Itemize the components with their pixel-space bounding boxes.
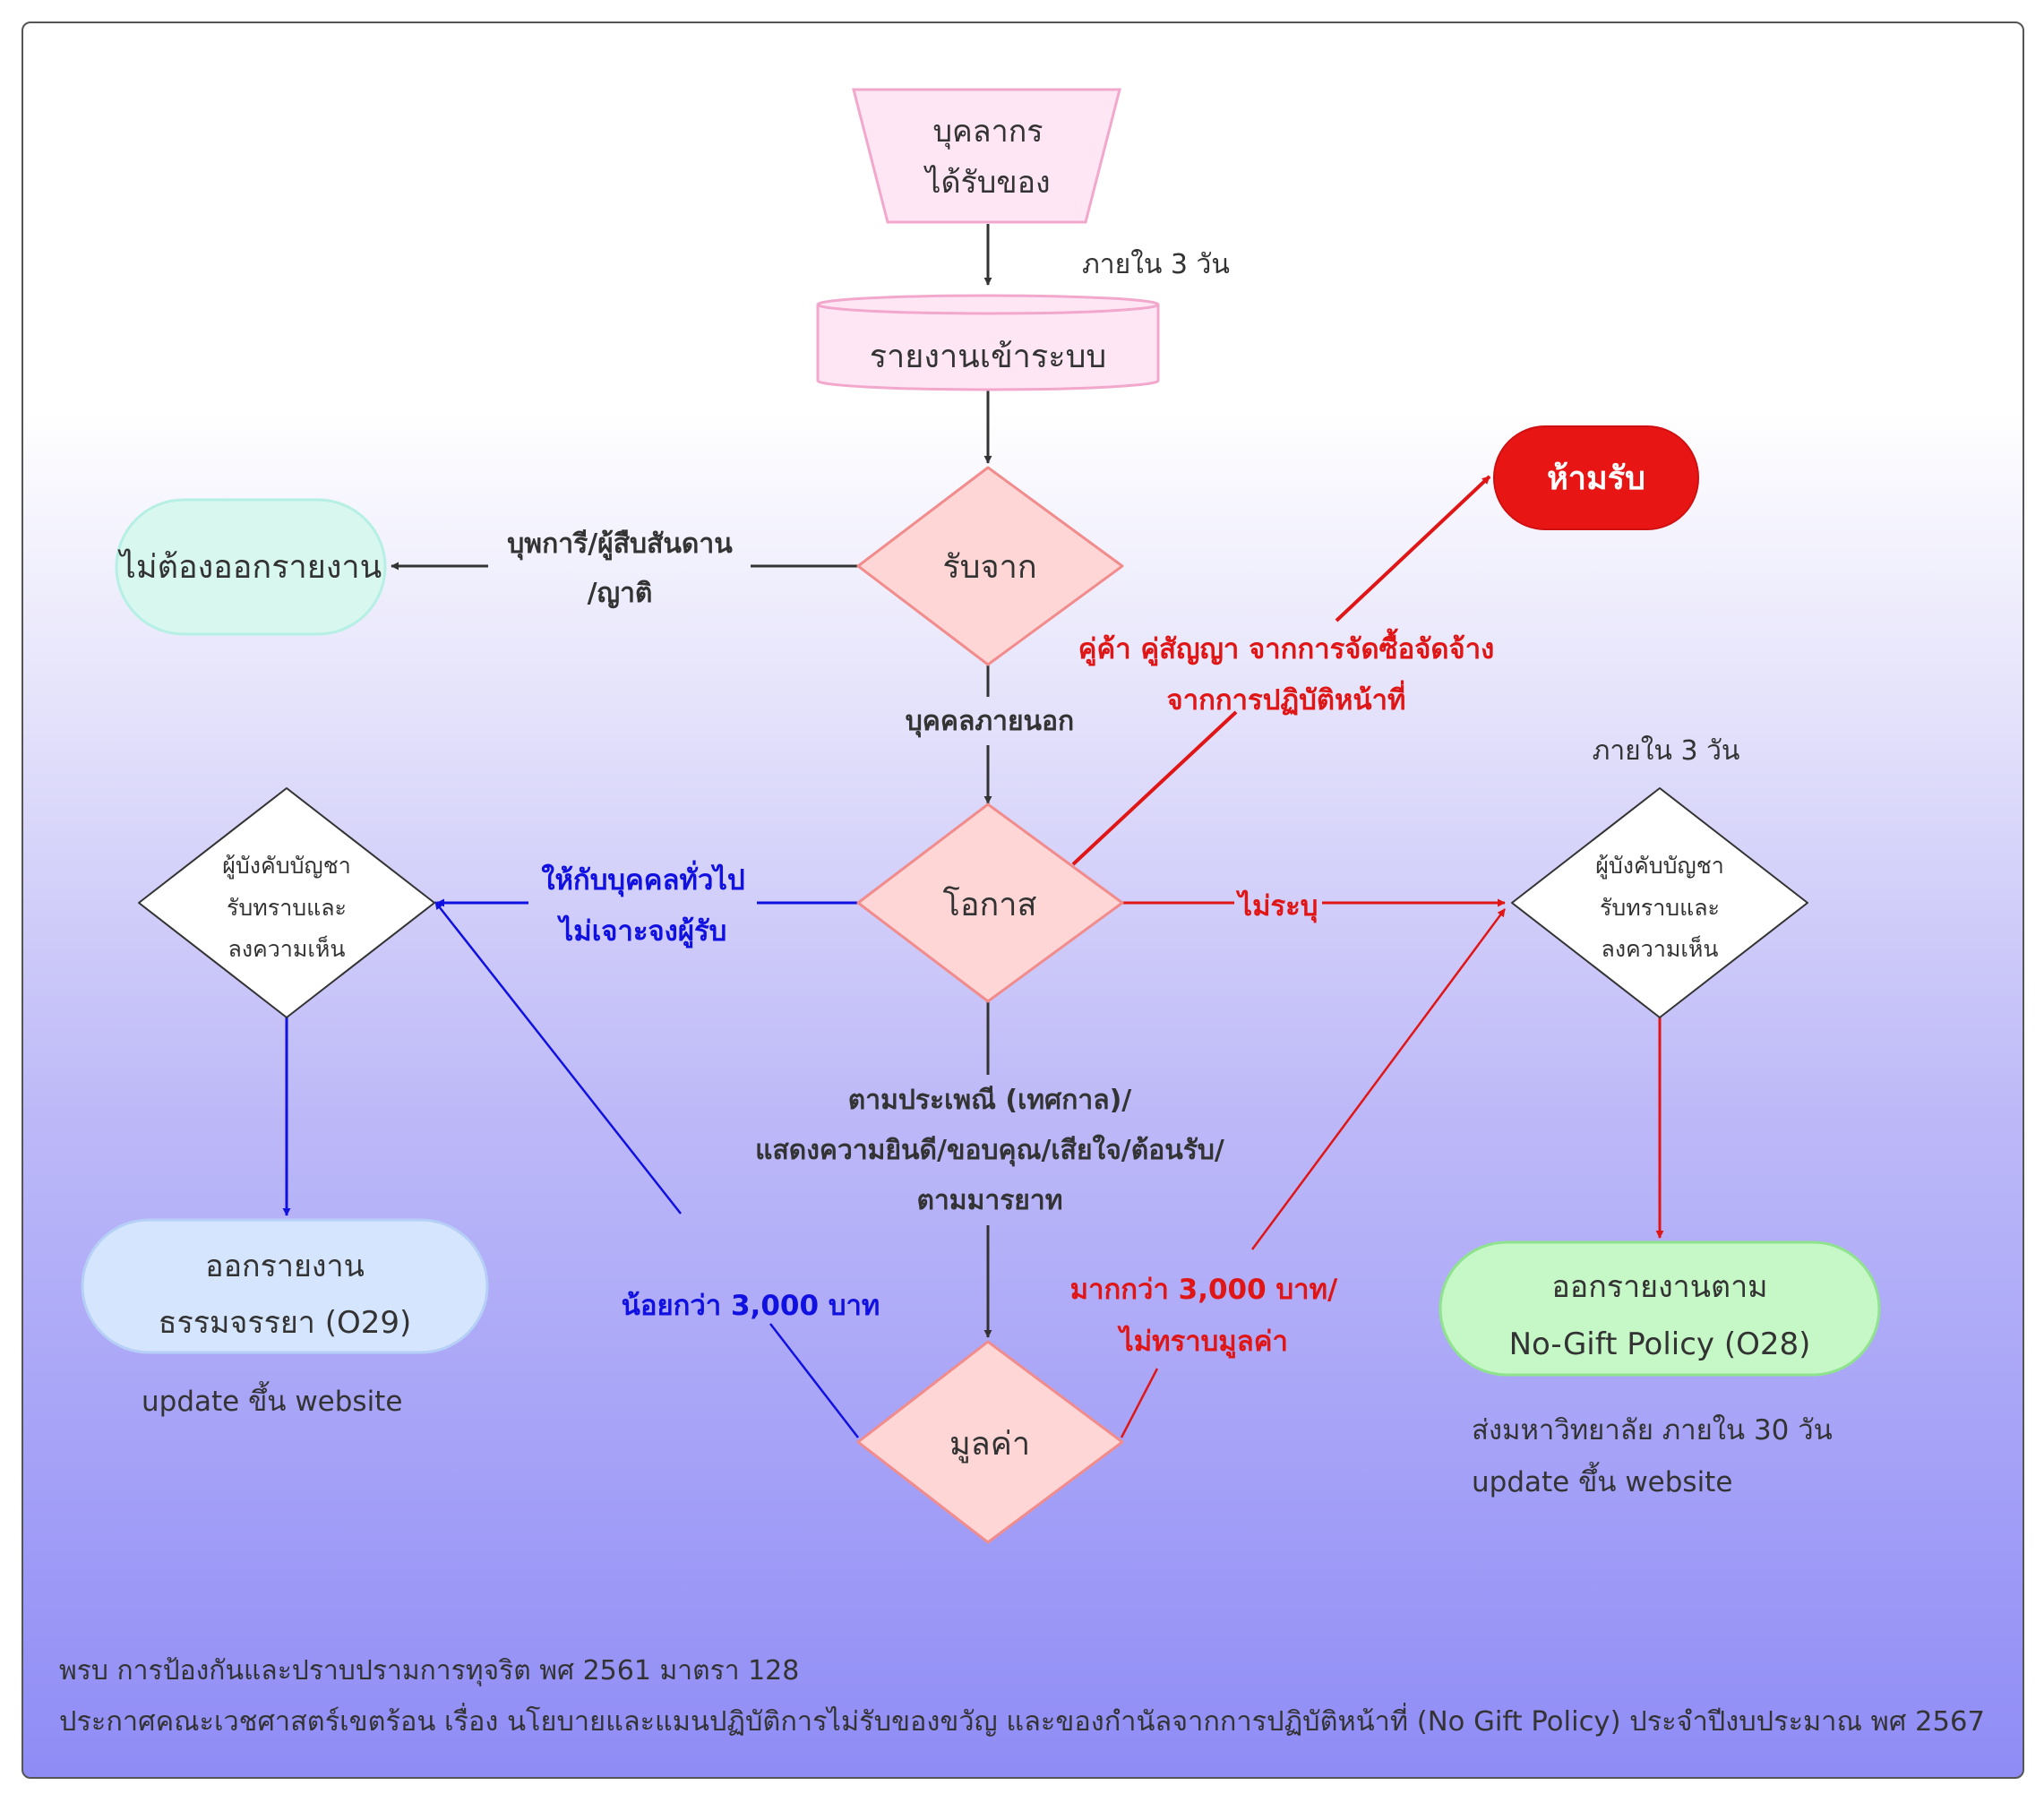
node-nogift-report-line1: ออกรายงานตาม [1551,1269,1767,1305]
node-no-report-label: ไม่ต้องออกรายงาน [117,548,382,586]
node-supervisor-left: ผู้บังคับบัญชา รับทราบและ ลงความเห็น [138,787,435,1018]
node-forbidden: ห้ามรับ [1493,425,1699,530]
label-contractor-line1: คู่ค้า คู่สัญญา จากการจัดซื้อจัดจ้าง [1078,628,1495,666]
node-receive-from: รับจาก [856,466,1124,666]
label-less-than: น้อยกว่า 3,000 บาท [622,1290,880,1322]
edge-value-to-leftsup-2 [434,901,682,1215]
edge-occasion-to-forbidden-2 [1335,475,1491,622]
node-ethics-report-line1: ออกรายงาน [205,1249,365,1284]
note-left-update: update ขึ้น website [142,1381,402,1418]
node-staff-received-line2: ได้รับของ [923,165,1050,201]
label-contractor-line2: จากการปฏิบัติหน้าที่ [1167,680,1406,717]
node-supervisor-right-line2: รับทราบและ [1600,895,1720,921]
edge-value-to-rightsup-1 [1120,1368,1159,1438]
label-family-line1: บุพการี/ผู้สืบสันดาน [507,528,733,561]
node-occasion-label: โอกาส [943,886,1037,923]
label-tradition-line1: ตามประเพณี (เทศกาล)/ [848,1085,1132,1116]
node-supervisor-left-line1: ผู้บังคับบัญชา [222,853,351,880]
node-nogift-report-line2: No-Gift Policy (O28) [1509,1326,1811,1362]
node-staff-received-line1: บุคลากร [932,114,1043,150]
label-tradition-line3: ตามมารยาท [916,1185,1062,1216]
node-receive-from-label: รับจาก [942,549,1036,586]
label-within-3-days-top: ภายใน 3 วัน [1082,249,1230,280]
footer: พรบ การป้องกันและปราบปรามการทุจริต พศ 25… [59,1655,1985,1738]
footer-line1: พรบ การป้องกันและปราบปรามการทุจริต พศ 25… [59,1655,799,1687]
node-value: มูลค่า [856,1340,1124,1544]
node-nogift-report: ออกรายงานตาม No-Gift Policy (O28) [1439,1240,1881,1377]
edge-value-to-rightsup-2 [1250,908,1507,1250]
label-general-line2: ไม่เจาะจงผู้รับ [557,914,727,949]
notes: update ขึ้น website ส่งมหาวิทยาลัย ภายใน… [142,1381,1833,1498]
node-forbidden-label: ห้ามรับ [1547,460,1645,497]
edge-labels: ภายใน 3 วัน บุพการี/ผู้สืบสันดาน /ญาติ บ… [507,249,1739,1359]
node-no-report: ไม่ต้องออกรายงาน [115,498,387,636]
label-unspecified: ไม่ระบุ [1235,889,1318,923]
node-supervisor-left-line3: ลงความเห็น [228,935,346,962]
note-right-send: ส่งมหาวิทยาลัย ภายใน 30 วัน [1472,1414,1833,1446]
node-occasion: โอกาส [856,803,1124,1003]
footer-line2: ประกาศคณะเวชศาสตร์เขตร้อน เรื่อง นโยบายแ… [59,1703,1985,1738]
edge-value-to-leftsup-1 [769,1323,859,1438]
node-supervisor-right: ผู้บังคับบัญชา รับทราบและ ลงความเห็น [1511,787,1808,1018]
label-within-3-days-right: ภายใน 3 วัน [1593,735,1740,767]
node-report-system: รายงานเข้าระบบ [816,294,1160,391]
label-outsider: บุคคลภายนอก [906,706,1074,738]
node-supervisor-left-line2: รับทราบและ [227,895,347,921]
node-supervisor-right-line1: ผู้บังคับบัญชา [1595,853,1724,880]
node-ethics-report: ออกรายงาน ธรรมจรรยา (O29) [81,1218,489,1354]
label-more-than-line2: ไม่ทราบมูลค่า [1117,1325,1288,1359]
label-tradition-line2: แสดงความยินดี/ขอบคุณ/เสียใจ/ต้อนรับ/ [755,1134,1224,1167]
node-supervisor-right-line3: ลงความเห็น [1602,935,1719,962]
node-ethics-report-line2: ธรรมจรรยา (O29) [159,1305,412,1341]
label-more-than-line1: มากกว่า 3,000 บาท/ [1070,1274,1338,1306]
label-family-line2: /ญาติ [588,578,653,609]
node-value-label: มูลค่า [949,1426,1030,1464]
label-general-line1: ให้กับบุคคลทั่วไป [541,860,744,897]
edge-occasion-to-forbidden-1 [1071,710,1238,866]
node-staff-received: บุคลากร ได้รับของ [852,88,1121,224]
note-right-update: update ขึ้น website [1472,1462,1732,1498]
node-report-system-label: รายงานเข้าระบบ [870,339,1107,375]
edges [282,224,1664,1438]
